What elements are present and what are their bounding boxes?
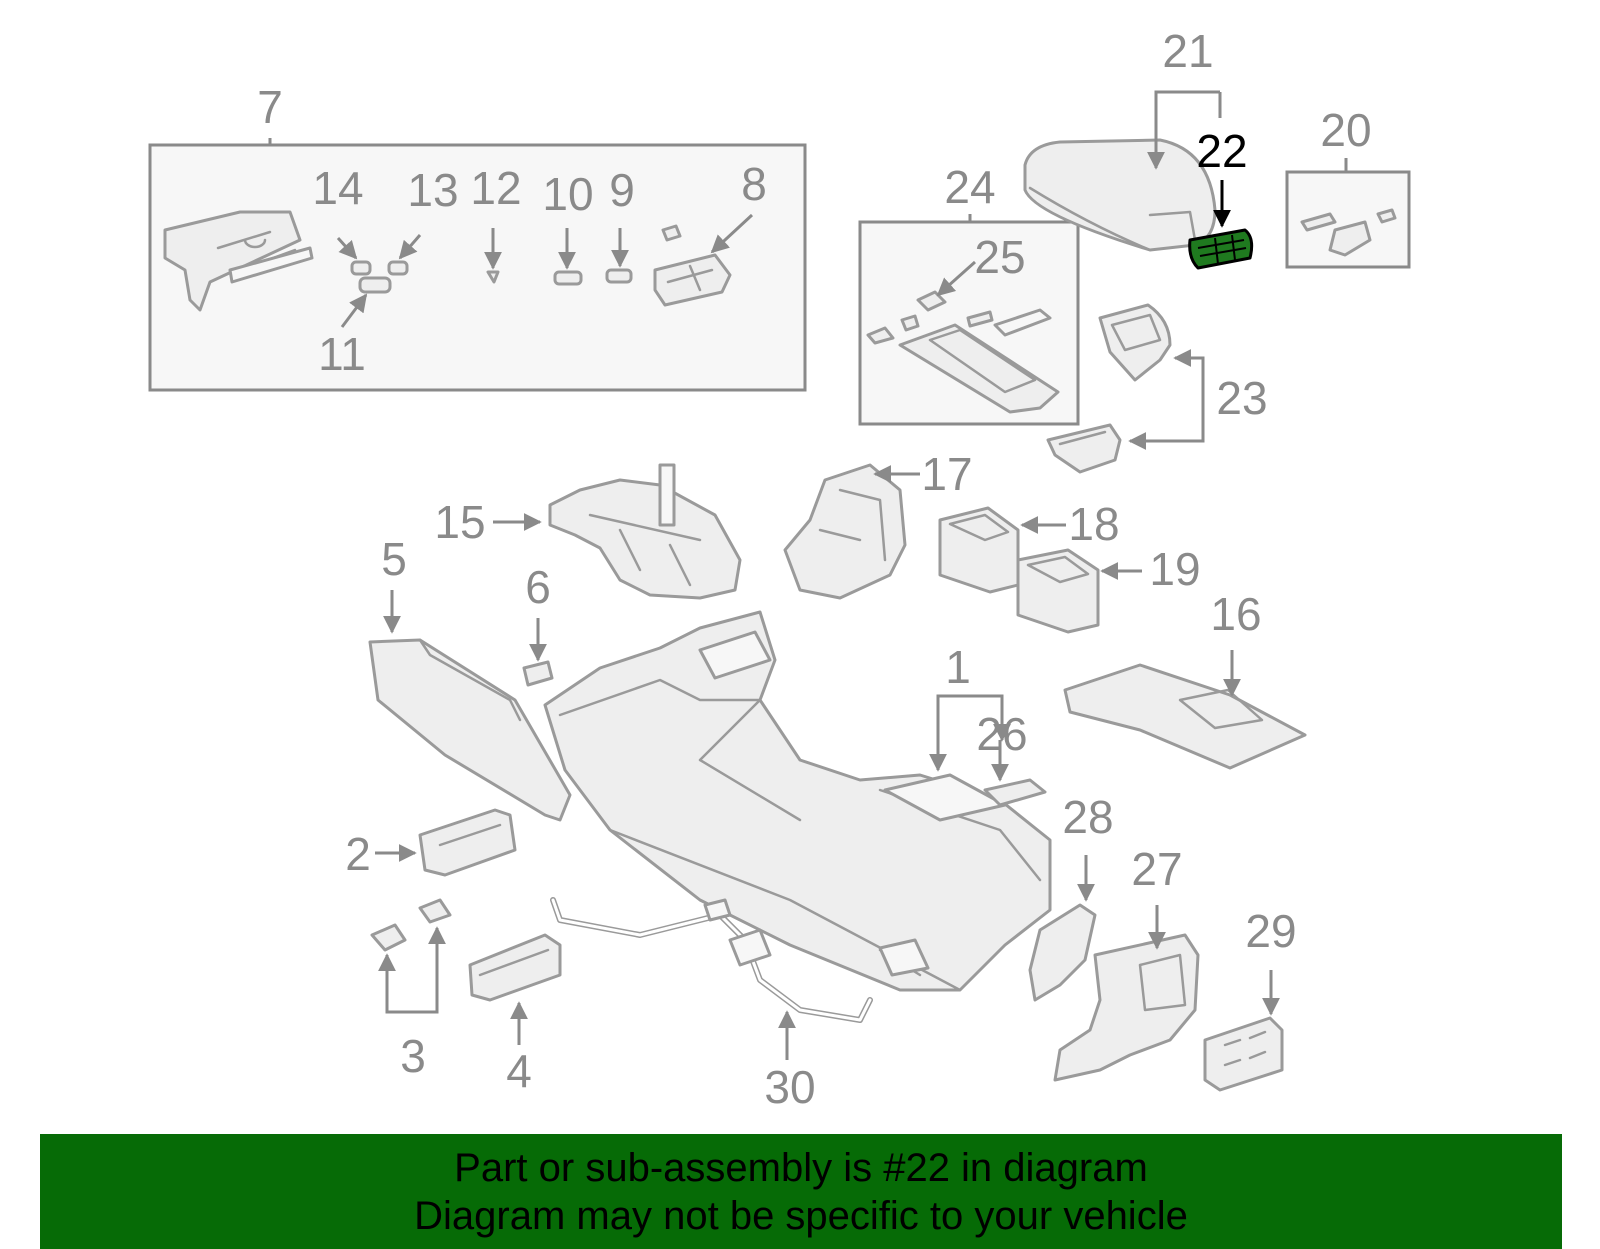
callout-22-highlighted: 22 — [1196, 125, 1247, 177]
callout-8: 8 — [741, 158, 767, 210]
callout-30: 30 — [764, 1061, 815, 1113]
part-19-insert — [1016, 548, 1100, 634]
part-24-tray — [866, 308, 1060, 414]
banner-line-1: Part or sub-assembly is #22 in diagram — [454, 1145, 1148, 1190]
banner-line-2: Diagram may not be specific to your vehi… — [414, 1193, 1188, 1238]
callout-28: 28 — [1062, 791, 1113, 843]
part-20-brackets — [1300, 208, 1397, 257]
part-3-clip-a — [370, 923, 407, 952]
callout-1: 1 — [945, 641, 971, 693]
part-18-insert — [938, 506, 1020, 594]
part-10 — [553, 270, 583, 286]
callout-6: 6 — [525, 561, 551, 613]
callout-25: 25 — [974, 231, 1025, 283]
callout-9: 9 — [609, 164, 635, 216]
callout-4: 4 — [506, 1045, 532, 1097]
callout-26: 26 — [976, 708, 1027, 760]
part-3-clip-b — [418, 898, 452, 924]
callout-11: 11 — [318, 328, 366, 380]
part-17-bracket — [783, 463, 907, 600]
part-13 — [387, 260, 409, 276]
callout-16: 16 — [1210, 588, 1261, 640]
callout-21: 21 — [1162, 25, 1213, 77]
part-8-panel — [653, 224, 732, 307]
callout-19: 19 — [1149, 543, 1200, 595]
part-5-side-panel — [368, 638, 572, 822]
part-9 — [605, 268, 633, 284]
callout-14: 14 — [312, 162, 363, 214]
parts-diagram: 1 2 3 4 5 6 7 8 9 10 11 12 13 14 15 16 1… — [148, 25, 1411, 1113]
callout-27: 27 — [1131, 843, 1182, 895]
part-7-bezel — [163, 210, 314, 312]
part-21-armrest-lid — [1023, 138, 1217, 252]
part-2-bracket — [418, 808, 517, 877]
callout-23: 23 — [1216, 372, 1267, 424]
callout-5: 5 — [381, 533, 407, 585]
part-30-wire-harness — [550, 897, 873, 1023]
callout-2: 2 — [345, 828, 371, 880]
part-27-panel — [1053, 933, 1200, 1082]
callout-20: 20 — [1320, 104, 1371, 156]
part-11 — [358, 276, 392, 294]
part-25 — [916, 290, 947, 312]
part-23-cupholder — [1046, 303, 1172, 474]
info-banner: Part or sub-assembly is #22 in diagram D… — [40, 1134, 1562, 1249]
callout-18: 18 — [1068, 498, 1119, 550]
part-6 — [522, 660, 554, 687]
callout-7: 7 — [257, 81, 283, 133]
part-29-switch-panel — [1203, 1016, 1284, 1092]
callout-29: 29 — [1245, 905, 1296, 957]
callout-10: 10 — [542, 168, 593, 220]
part-16-plate — [1063, 663, 1307, 770]
part-4-bracket — [468, 933, 562, 1002]
callout-15: 15 — [434, 496, 485, 548]
callout-17: 17 — [921, 448, 972, 500]
part-22-highlighted — [1188, 228, 1254, 270]
part-14 — [350, 260, 372, 276]
part-15-shifter-bracket — [548, 463, 742, 600]
callout-12: 12 — [470, 162, 521, 214]
part-28 — [1028, 903, 1097, 1002]
part-26 — [983, 778, 1047, 807]
part-12 — [486, 270, 500, 284]
callout-24: 24 — [944, 161, 995, 213]
callout-13: 13 — [407, 164, 458, 216]
callout-3: 3 — [400, 1030, 426, 1082]
